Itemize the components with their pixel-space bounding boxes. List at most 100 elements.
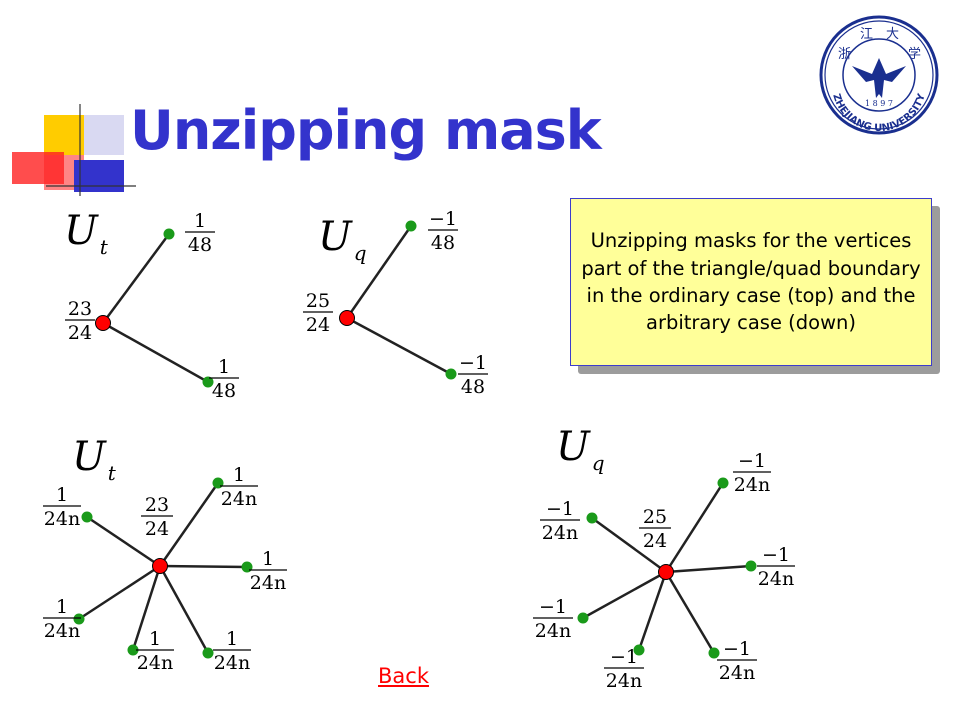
neighbor-vertex: [202, 647, 214, 659]
logo-seal-char: 浙: [838, 47, 851, 62]
weight-denominator: 24: [306, 314, 330, 336]
weight-numerator: 23: [145, 494, 169, 516]
blue-square: [74, 160, 124, 192]
neighbor-vertex: [708, 647, 720, 659]
weight-denominator: 24n: [214, 652, 250, 674]
stencil-edge: [345, 225, 413, 319]
weight-numerator: 1: [218, 356, 230, 378]
back-link[interactable]: Back: [378, 664, 429, 688]
weight-denominator: 24: [643, 530, 667, 552]
neighbor-vertex: [586, 512, 598, 524]
weight-numerator: 23: [68, 298, 92, 320]
weight-denominator: 24n: [221, 488, 257, 510]
logo-seal-char: 大: [886, 27, 899, 42]
stencil-edge: [78, 564, 161, 621]
weight-denominator: 24: [68, 322, 92, 344]
neighbor-vertex: [445, 368, 457, 380]
stencil-edge: [665, 564, 752, 574]
callout-box: Unzipping masks for the vertices part of…: [570, 198, 932, 366]
zhejiang-university-logo: 浙 江 大 学 1 8 9 7 ZHEJIANG UNIVERSITY: [819, 15, 939, 135]
weight-numerator: 1: [262, 548, 274, 570]
weight-numerator: −1: [459, 352, 487, 374]
stencil-edge: [582, 570, 667, 620]
neighbor-vertex: [405, 220, 417, 232]
stencil-edge: [86, 515, 161, 568]
neighbor-vertex: [81, 511, 93, 523]
weight-numerator: −1: [738, 450, 766, 472]
weight-denominator: 48: [431, 232, 455, 254]
neighbor-vertex: [577, 612, 589, 624]
weight-denominator: 24n: [719, 662, 755, 684]
stencil-edge: [664, 571, 716, 654]
stencil-edge: [159, 564, 248, 569]
weight-denominator: 24n: [250, 572, 286, 594]
weight-denominator: 48: [212, 380, 236, 402]
weight-numerator: 25: [306, 290, 330, 312]
slide-title: Unzipping mask: [130, 99, 602, 162]
weight-denominator: 24n: [44, 620, 80, 642]
stencil-edge: [102, 321, 209, 384]
logo-year: 1 8 9 7: [865, 99, 893, 108]
callout-text: Unzipping masks for the vertices part of…: [581, 229, 921, 335]
stencil-edge: [346, 316, 452, 376]
red-square: [12, 152, 64, 184]
stencil-edge: [158, 482, 220, 567]
logo-seal-char: 江: [860, 27, 873, 42]
weight-numerator: 1: [194, 210, 206, 232]
title-decoration: [12, 104, 136, 196]
weight-numerator: −1: [429, 208, 457, 230]
weight-denominator: 24n: [542, 522, 578, 544]
yellow-square: [44, 115, 84, 155]
neighbor-vertex: [745, 560, 757, 572]
weight-denominator: 24: [145, 518, 169, 540]
center-vertex: [658, 564, 674, 580]
weight-numerator: −1: [762, 544, 790, 566]
stencil-edge: [637, 571, 668, 651]
weight-denominator: 24n: [734, 474, 770, 496]
weight-numerator: 25: [643, 506, 667, 528]
neighbor-vertex: [633, 644, 645, 656]
center-vertex: [152, 558, 168, 574]
weight-numerator: −1: [539, 596, 567, 618]
weight-numerator: 1: [233, 464, 245, 486]
weight-numerator: 1: [56, 484, 68, 506]
weight-denominator: 24n: [606, 670, 642, 692]
weight-denominator: 24n: [758, 568, 794, 590]
neighbor-vertex: [241, 561, 253, 573]
pale-square: [84, 115, 124, 155]
stencil-edge: [101, 233, 171, 324]
neighbor-vertex: [717, 477, 729, 489]
weight-numerator: −1: [610, 646, 638, 668]
stencil-edge: [131, 565, 162, 651]
neighbor-vertex: [212, 477, 224, 489]
neighbor-vertex: [73, 613, 85, 625]
neighbor-vertex: [202, 376, 214, 388]
weight-denominator: 24n: [137, 652, 173, 674]
weight-denominator: 48: [188, 234, 212, 256]
weight-denominator: 48: [461, 376, 485, 398]
stencil-edge: [158, 565, 210, 654]
weight-denominator: 24n: [535, 620, 571, 642]
weight-numerator: −1: [723, 638, 751, 660]
logo-seal-char: 学: [908, 46, 921, 62]
weight-numerator: −1: [546, 498, 574, 520]
weight-numerator: 1: [149, 628, 161, 650]
center-vertex: [95, 315, 111, 331]
stencil-edge: [664, 482, 725, 573]
weight-numerator: 1: [226, 628, 238, 650]
neighbor-vertex: [163, 228, 175, 240]
weight-numerator: 1: [56, 596, 68, 618]
eagle-icon: [852, 58, 906, 98]
stencil-edge: [591, 516, 667, 574]
weight-denominator: 24n: [44, 508, 80, 530]
neighbor-vertex: [127, 644, 139, 656]
